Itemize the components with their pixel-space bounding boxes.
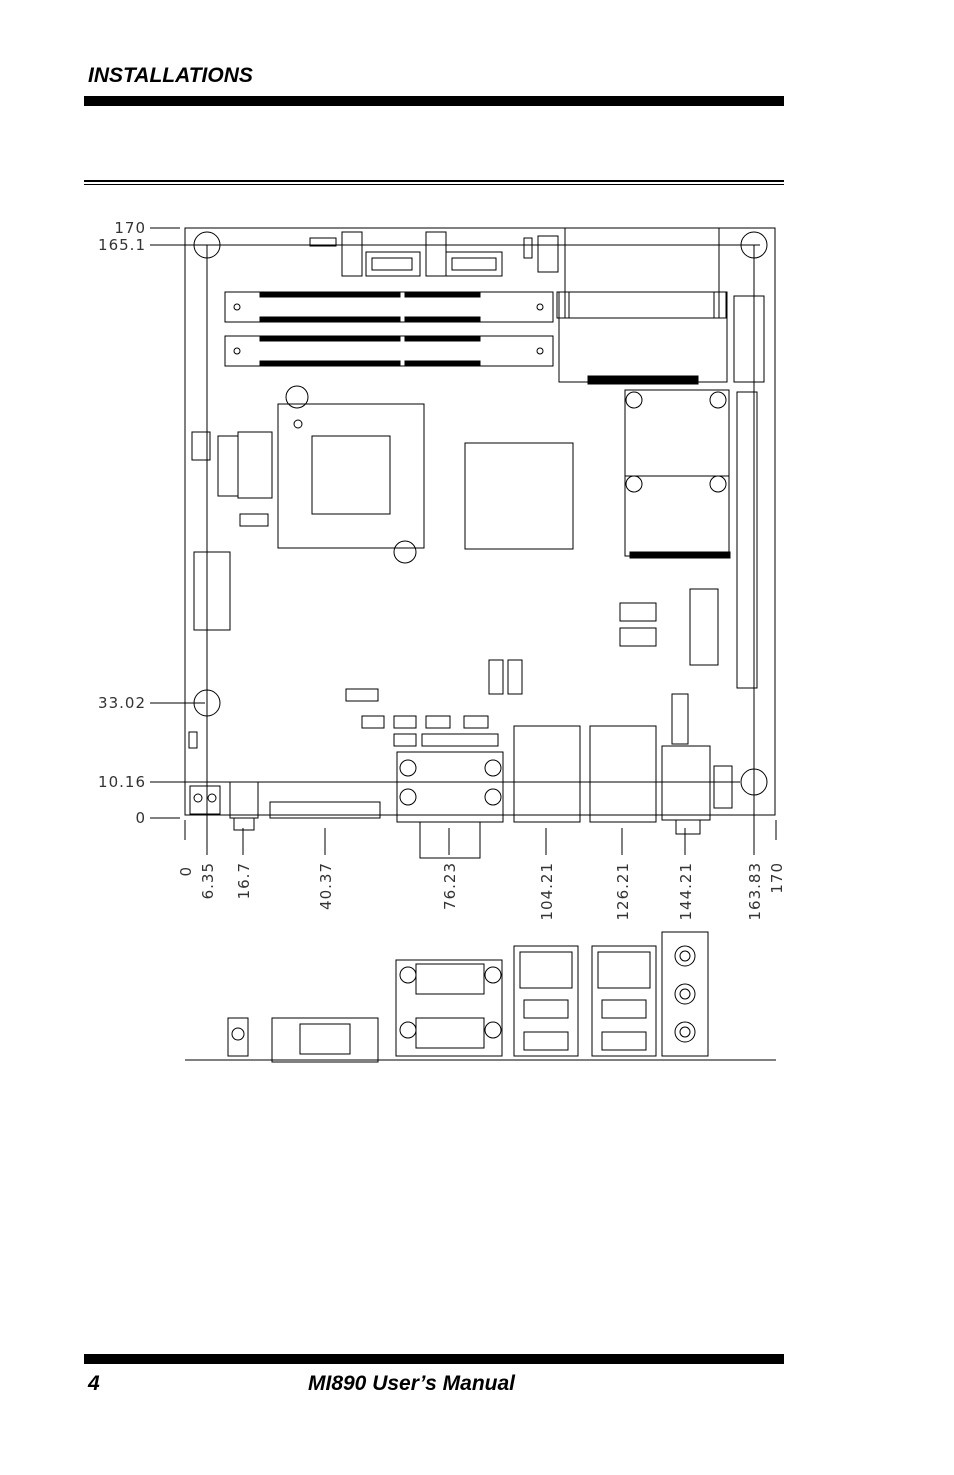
- dim-left-label: 165.1: [98, 236, 146, 254]
- board-outline: [184, 227, 776, 816]
- header-rule: [84, 96, 784, 106]
- mounting-hole: [193, 231, 221, 259]
- dim-bottom-label: 144.21: [677, 862, 695, 921]
- dim-bottom-label: 104.21: [538, 862, 556, 921]
- mounting-hole: [193, 689, 221, 717]
- dim-bottom-label: 6.35: [199, 862, 217, 899]
- header-double-rule-top: [84, 180, 784, 182]
- dim-bottom-label: 163.83: [746, 862, 764, 921]
- dim-bottom-label: 16.7: [235, 862, 253, 899]
- header-double-rule-bottom: [84, 184, 784, 185]
- section-title: INSTALLATIONS: [88, 64, 253, 87]
- dim-left-label: 10.16: [98, 773, 146, 791]
- dim-bottom-label: 126.21: [614, 862, 632, 921]
- mounting-hole: [740, 768, 768, 796]
- dim-left-label: 0: [135, 809, 146, 827]
- dim-left-label: 33.02: [98, 694, 146, 712]
- dim-bottom-label: 76.23: [441, 862, 459, 910]
- footer-rule: [84, 1354, 784, 1364]
- dim-left-label: 170: [114, 219, 146, 237]
- page-number: 4: [88, 1372, 100, 1395]
- mounting-hole: [740, 231, 768, 259]
- dim-bottom-label: 170: [768, 862, 786, 894]
- dim-bottom-label: 40.37: [317, 862, 335, 910]
- manual-title: MI890 User’s Manual: [308, 1372, 515, 1395]
- dim-bottom-label: 0: [177, 866, 195, 877]
